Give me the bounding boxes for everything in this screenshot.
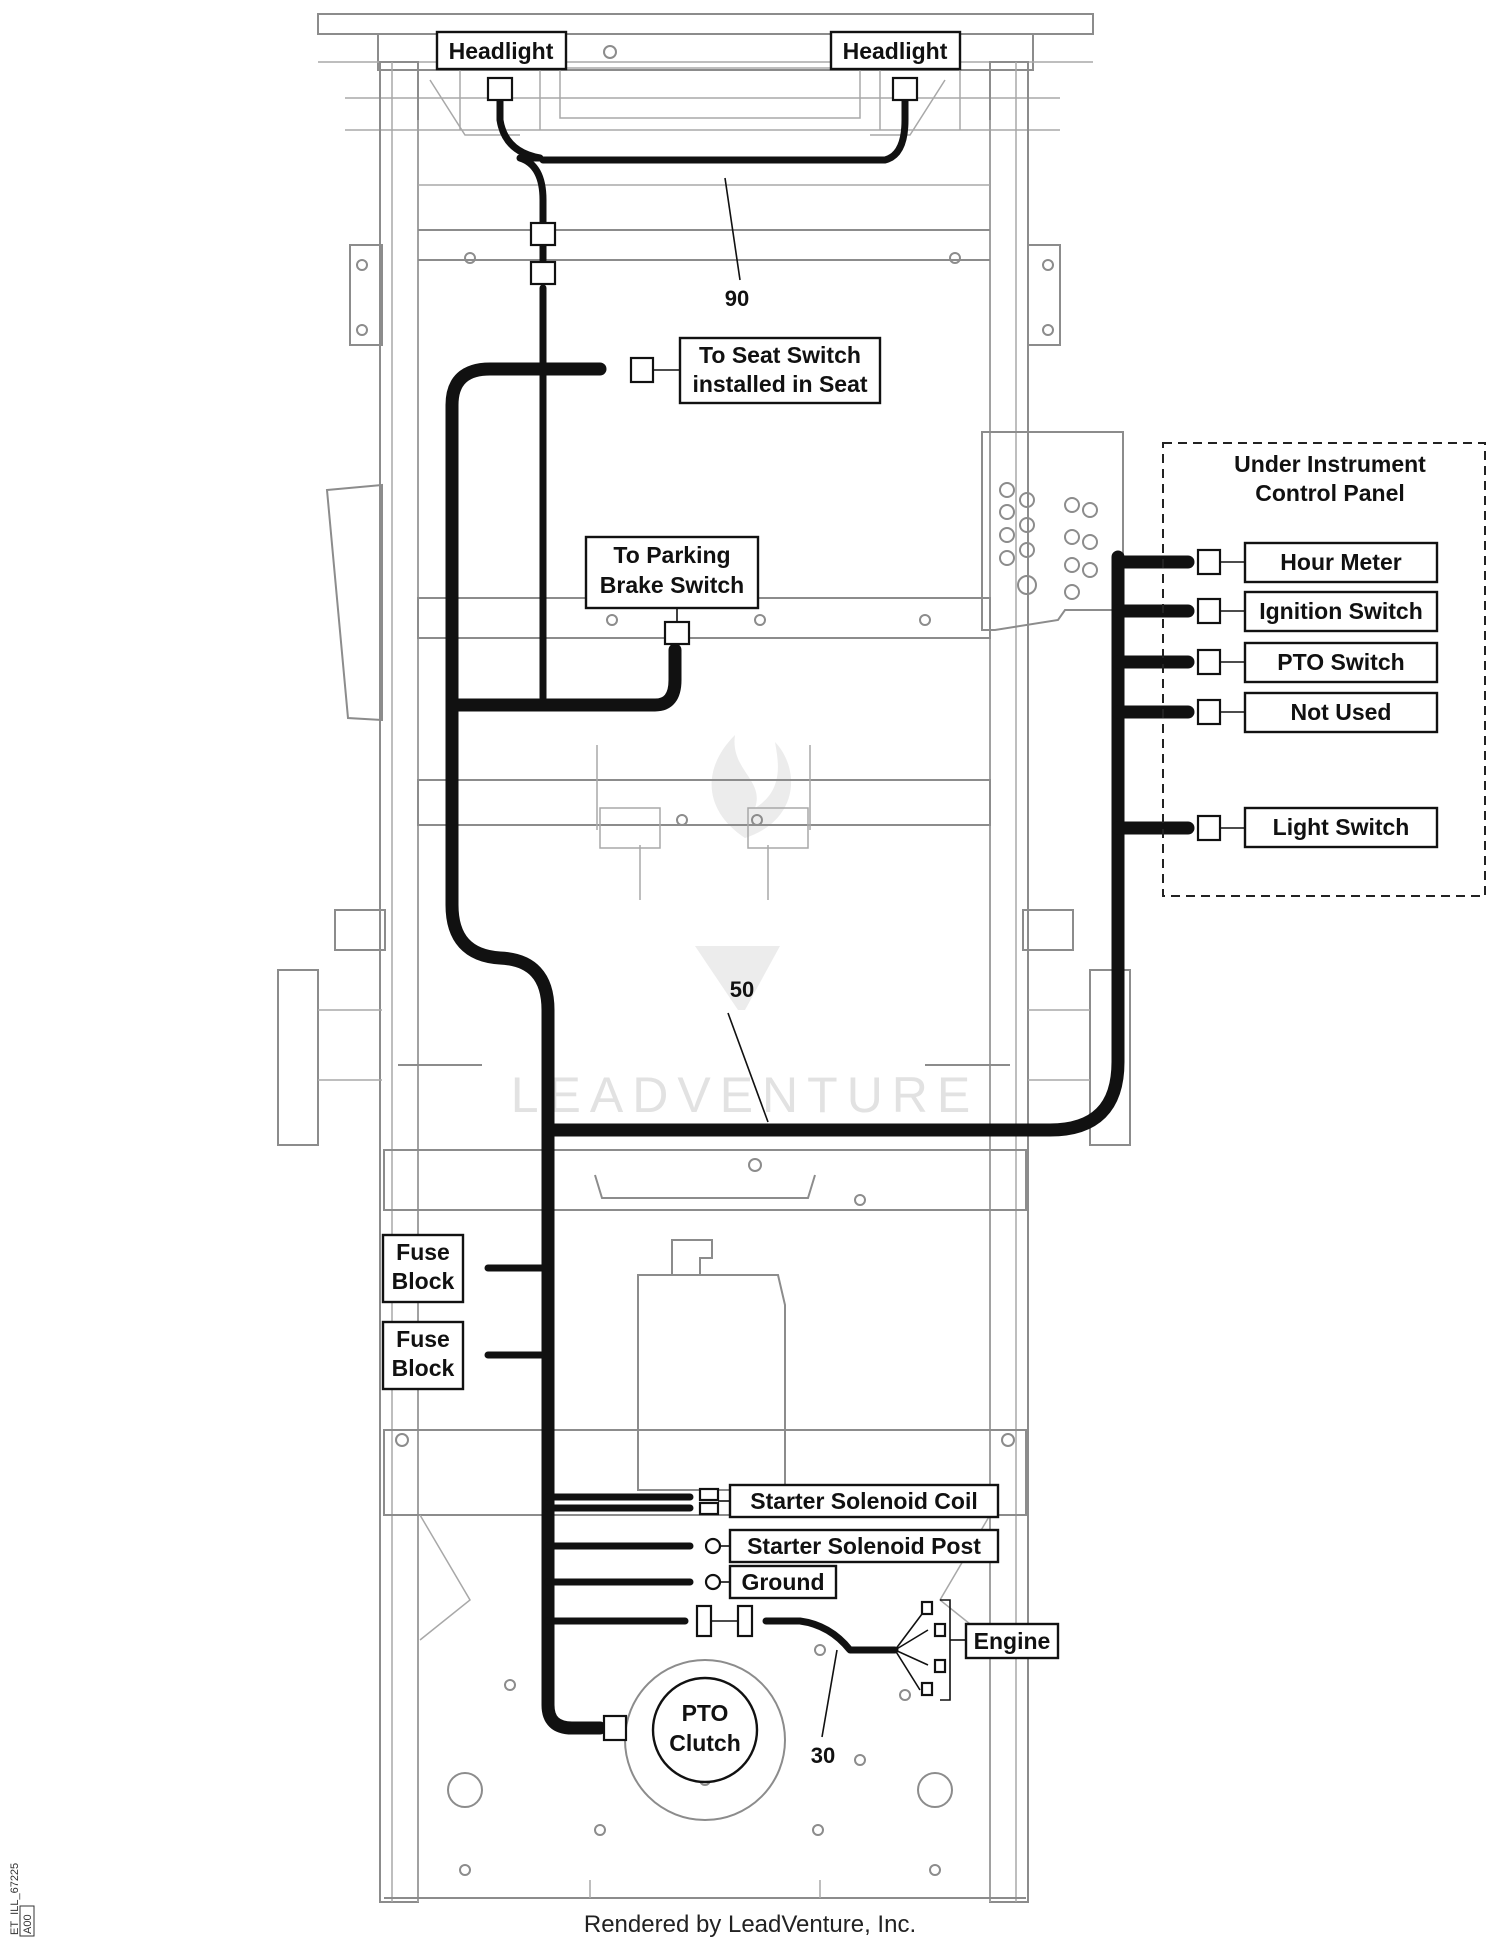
revision-box — [19, 1905, 35, 1937]
fuse-block-1-label: Fuse Block — [381, 1233, 465, 1304]
headlight-harness-90: 90 — [486, 76, 919, 702]
starter-coil-terminal-2 — [698, 1501, 720, 1516]
light-switch-label: Light Switch — [1243, 806, 1439, 849]
hour-meter-label: Hour Meter — [1243, 541, 1439, 584]
light-switch-connector — [1196, 814, 1222, 842]
ignition-switch-label: Ignition Switch — [1243, 590, 1439, 633]
ignition-switch-connector — [1196, 597, 1222, 625]
pto-clutch-connector — [602, 1714, 628, 1742]
pto-switch-connector — [1196, 648, 1222, 676]
seat-switch-connector — [629, 356, 655, 384]
svg-text:PTO Switch: PTO Switch — [1277, 649, 1404, 675]
ground-ring-terminal — [704, 1573, 722, 1591]
starter-solenoid-post-label: Starter Solenoid Post — [728, 1528, 1000, 1564]
not-used-label: Not Used — [1243, 691, 1439, 734]
callout-50: 50 — [730, 977, 754, 1002]
svg-text:To Parking: To Parking — [613, 542, 730, 568]
headlight-harness-connector-upper — [529, 221, 557, 247]
svg-text:Fuse: Fuse — [396, 1239, 450, 1265]
watermark-text: LEADVENTURE — [511, 1067, 980, 1123]
fuse-block-2-label: Fuse Block — [381, 1320, 465, 1391]
svg-text:Brake Switch: Brake Switch — [600, 572, 744, 598]
parking-brake-label: To Parking Brake Switch — [584, 535, 760, 610]
svg-text:Starter Solenoid Post: Starter Solenoid Post — [747, 1533, 981, 1559]
starter-solenoid-coil-label: Starter Solenoid Coil — [728, 1483, 1000, 1519]
svg-text:Control Panel: Control Panel — [1255, 480, 1405, 506]
headlight-left-connector — [486, 76, 514, 102]
parking-brake-connector — [663, 620, 691, 646]
svg-text:Under Instrument: Under Instrument — [1234, 451, 1426, 477]
engine-connector-left — [695, 1604, 713, 1638]
svg-text:Starter Solenoid Coil: Starter Solenoid Coil — [750, 1488, 977, 1514]
callout-90: 90 — [725, 286, 749, 311]
callout-30-leader — [821, 1649, 838, 1738]
headlight-right-connector — [891, 76, 919, 102]
instrument-panel-label: Under Instrument Control Panel — [1234, 451, 1426, 506]
component-labels: Headlight Headlight To Seat Switch insta… — [381, 30, 1439, 1784]
svg-text:PTO: PTO — [682, 1700, 729, 1726]
svg-text:Light Switch: Light Switch — [1273, 814, 1410, 840]
svg-text:Engine: Engine — [974, 1628, 1051, 1654]
headlight-harness-connector-lower — [529, 260, 557, 286]
svg-text:Hour Meter: Hour Meter — [1280, 549, 1401, 575]
hour-meter-connector — [1196, 548, 1222, 576]
svg-text:Ignition Switch: Ignition Switch — [1259, 598, 1423, 624]
svg-text:Block: Block — [392, 1355, 455, 1381]
callout-50-leader — [727, 1012, 769, 1123]
callout-30: 30 — [811, 1743, 835, 1768]
engine-connector-right — [736, 1604, 754, 1638]
pto-clutch-label: PTO Clutch — [651, 1676, 759, 1784]
label-leaders — [653, 369, 1245, 1641]
ground-label: Ground — [728, 1564, 838, 1600]
svg-text:Ground: Ground — [741, 1569, 824, 1595]
svg-text:Headlight: Headlight — [449, 38, 554, 64]
watermark: LEADVENTURE — [511, 735, 980, 1123]
engine-harness-30: 30 — [736, 1599, 951, 1768]
starter-post-ring-terminal — [704, 1537, 722, 1555]
svg-text:Clutch: Clutch — [669, 1730, 741, 1756]
svg-text:installed in Seat: installed in Seat — [692, 371, 867, 397]
seat-switch-label: To Seat Switch installed in Seat — [678, 336, 882, 405]
instrument-panel-region — [1162, 442, 1486, 897]
engine-label: Engine — [964, 1622, 1060, 1660]
main-harness-50: 50 — [445, 356, 1222, 1742]
headlight-right-label: Headlight — [829, 30, 962, 71]
image-code: ET_ILL_67225 — [9, 1863, 21, 1935]
svg-text:Headlight: Headlight — [843, 38, 948, 64]
pto-switch-label: PTO Switch — [1243, 641, 1439, 684]
revision-code: A00 — [22, 1914, 34, 1934]
svg-text:Fuse: Fuse — [396, 1326, 450, 1352]
svg-text:To Seat Switch: To Seat Switch — [699, 342, 861, 368]
callout-90-leader — [724, 177, 741, 281]
svg-text:Not Used: Not Used — [1291, 699, 1392, 725]
headlight-left-label: Headlight — [435, 30, 568, 71]
svg-text:Block: Block — [392, 1268, 455, 1294]
footer-credit: Rendered by LeadVenture, Inc. — [584, 1911, 916, 1938]
starter-coil-terminal-1 — [698, 1487, 720, 1502]
mower-frame — [277, 13, 1131, 1903]
not-used-connector — [1196, 698, 1222, 726]
